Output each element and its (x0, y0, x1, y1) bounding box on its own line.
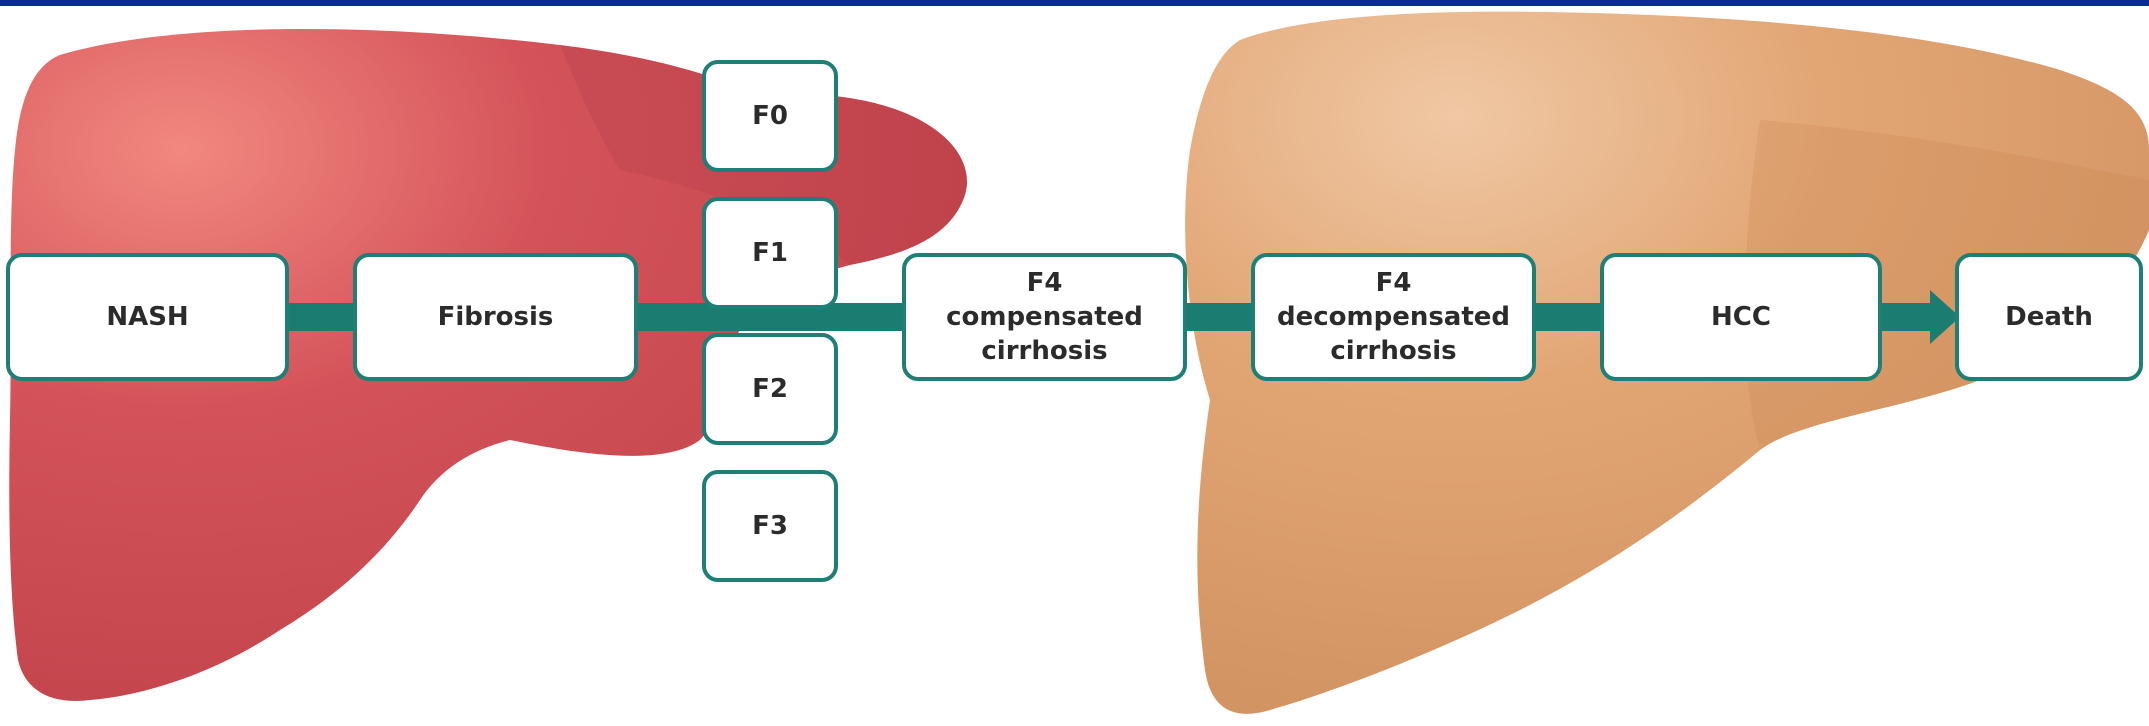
stage-f0: F0 (702, 60, 838, 172)
stage-f4-compensated-cirrhosis: F4 compensated cirrhosis (902, 253, 1187, 381)
stage-nash: NASH (6, 253, 289, 381)
arrow-f4-hcc (1533, 303, 1603, 331)
stage-hcc: HCC (1600, 253, 1882, 381)
stage-f4-decompensated-line1: F4 (1376, 266, 1412, 300)
stage-f3: F3 (702, 470, 838, 582)
arrow-nash-fibrosis (285, 303, 355, 331)
stage-f4-compensated-line2: compensated (946, 300, 1143, 334)
stage-f4-decompensated-line3: cirrhosis (1330, 334, 1456, 368)
stage-f4-decompensated-cirrhosis: F4 decompensated cirrhosis (1251, 253, 1536, 381)
stage-f4-decompensated-line2: decompensated (1277, 300, 1510, 334)
stage-f1: F1 (702, 197, 838, 309)
stage-fibrosis: Fibrosis (353, 253, 638, 381)
stage-f4-compensated-line3: cirrhosis (981, 334, 1107, 368)
arrow-hcc-death-shaft (1878, 303, 1933, 331)
stage-death: Death (1955, 253, 2143, 381)
arrow-f4-f4 (1185, 303, 1255, 331)
stage-f2: F2 (702, 333, 838, 445)
stage-f4-compensated-line1: F4 (1027, 266, 1063, 300)
